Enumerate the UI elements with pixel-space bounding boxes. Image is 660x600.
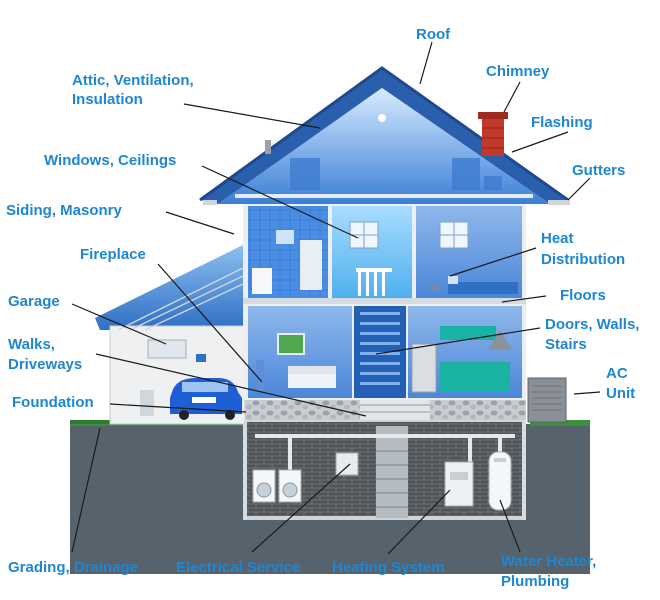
label-doors-line1: Doors, Walls, [545,316,639,334]
label-siding-masonry: Siding, Masonry [6,202,122,220]
label-walks-line2: Driveways [8,356,82,374]
label-roof: Roof [416,26,450,44]
roof [200,68,568,204]
label-electrical-service: Electrical Service [176,559,300,577]
label-ac-line1: AC [606,365,628,383]
label-walks-line1: Walks, [8,336,55,354]
furnace-icon [445,462,473,506]
label-attic-line2: Insulation [72,91,143,109]
car-icon [170,378,242,420]
electrical-panel-icon [336,453,358,475]
gutter-left [203,200,217,205]
living-room [248,306,352,398]
basement [243,418,526,520]
label-heat-line2: Distribution [541,251,625,269]
label-water-heater-line1: Water Heater, [501,553,596,571]
label-foundation: Foundation [12,394,94,412]
hallway-upper [332,206,412,298]
front-steps [360,398,430,420]
label-fireplace: Fireplace [80,246,146,264]
label-heat-line1: Heat [541,230,574,248]
kitchen [408,306,522,398]
staircase [354,306,406,398]
bedroom [416,206,522,298]
label-attic-line1: Attic, Ventilation, [72,72,194,90]
label-heating-system: Heating System [332,559,445,577]
label-water-heater-line2: Plumbing [501,573,569,591]
label-chimney: Chimney [486,63,549,81]
label-doors-line2: Stairs [545,336,587,354]
label-grading-drainage: Grading, Drainage [8,559,138,577]
chimney-icon [478,112,508,156]
label-gutters: Gutters [572,162,625,180]
label-garage: Garage [8,293,60,311]
ac-unit-icon [528,378,566,422]
label-windows-ceilings: Windows, Ceilings [44,152,176,170]
label-flashing: Flashing [531,114,593,132]
gutter-right [548,200,570,205]
label-ac-line2: Unit [606,385,635,403]
bathroom [248,206,328,298]
label-floors: Floors [560,287,606,305]
upper-floor-slab [243,298,526,304]
